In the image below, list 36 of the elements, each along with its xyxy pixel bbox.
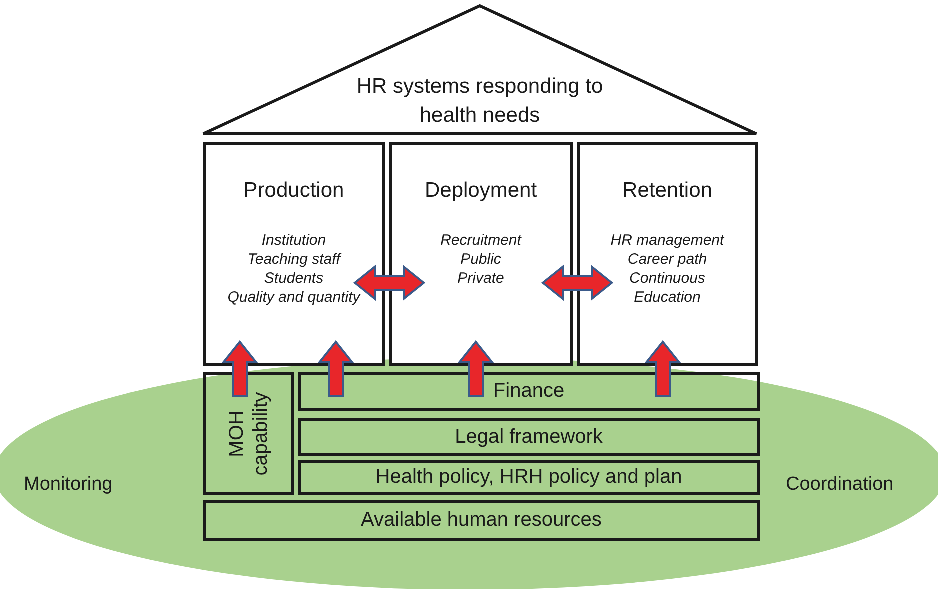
bar-label: Finance bbox=[493, 380, 565, 403]
foundation-bar bbox=[298, 372, 760, 411]
pillar-item: Private bbox=[458, 269, 504, 288]
bar-label: Legal framework bbox=[455, 426, 603, 448]
side-label: Monitoring bbox=[24, 474, 113, 496]
block-arrow bbox=[222, 340, 258, 397]
bar-label: Available human resources bbox=[361, 509, 602, 532]
pillar-heading: Retention bbox=[622, 179, 712, 203]
pillar-item: Continuous Education bbox=[628, 269, 706, 307]
foundation-bar bbox=[298, 418, 760, 456]
pillar-item: Recruitment bbox=[440, 231, 522, 250]
pillar-item: HR management bbox=[610, 231, 724, 250]
foundation-bar bbox=[203, 500, 760, 541]
block-arrow bbox=[353, 264, 426, 302]
block-arrow bbox=[458, 340, 494, 397]
block-arrow bbox=[318, 340, 354, 397]
pillar-box bbox=[203, 142, 385, 366]
vertical-label: MOH capability bbox=[224, 390, 272, 478]
pillar-item: Students bbox=[264, 269, 324, 288]
pillar-box bbox=[577, 142, 758, 366]
pillar-item: Teaching staff bbox=[248, 250, 340, 269]
block-arrow bbox=[541, 264, 614, 302]
pillar-item: Quality and quantity bbox=[228, 288, 360, 307]
pillar-box bbox=[389, 142, 573, 366]
roof-triangle bbox=[202, 4, 758, 136]
roof-title: HR systems responding to health needs bbox=[356, 74, 604, 129]
pillar-heading: Production bbox=[244, 179, 344, 203]
pillar-item: Institution bbox=[262, 231, 326, 250]
pillar-item: Public bbox=[460, 250, 502, 269]
bar-label: Health policy, HRH policy and plan bbox=[376, 466, 682, 489]
block-arrow bbox=[644, 340, 682, 397]
side-column-box bbox=[203, 372, 294, 495]
foundation-bar bbox=[298, 460, 760, 495]
pillar-item: Career path bbox=[628, 250, 708, 269]
pillar-heading: Deployment bbox=[424, 179, 538, 203]
side-label: Coordination bbox=[786, 474, 894, 496]
